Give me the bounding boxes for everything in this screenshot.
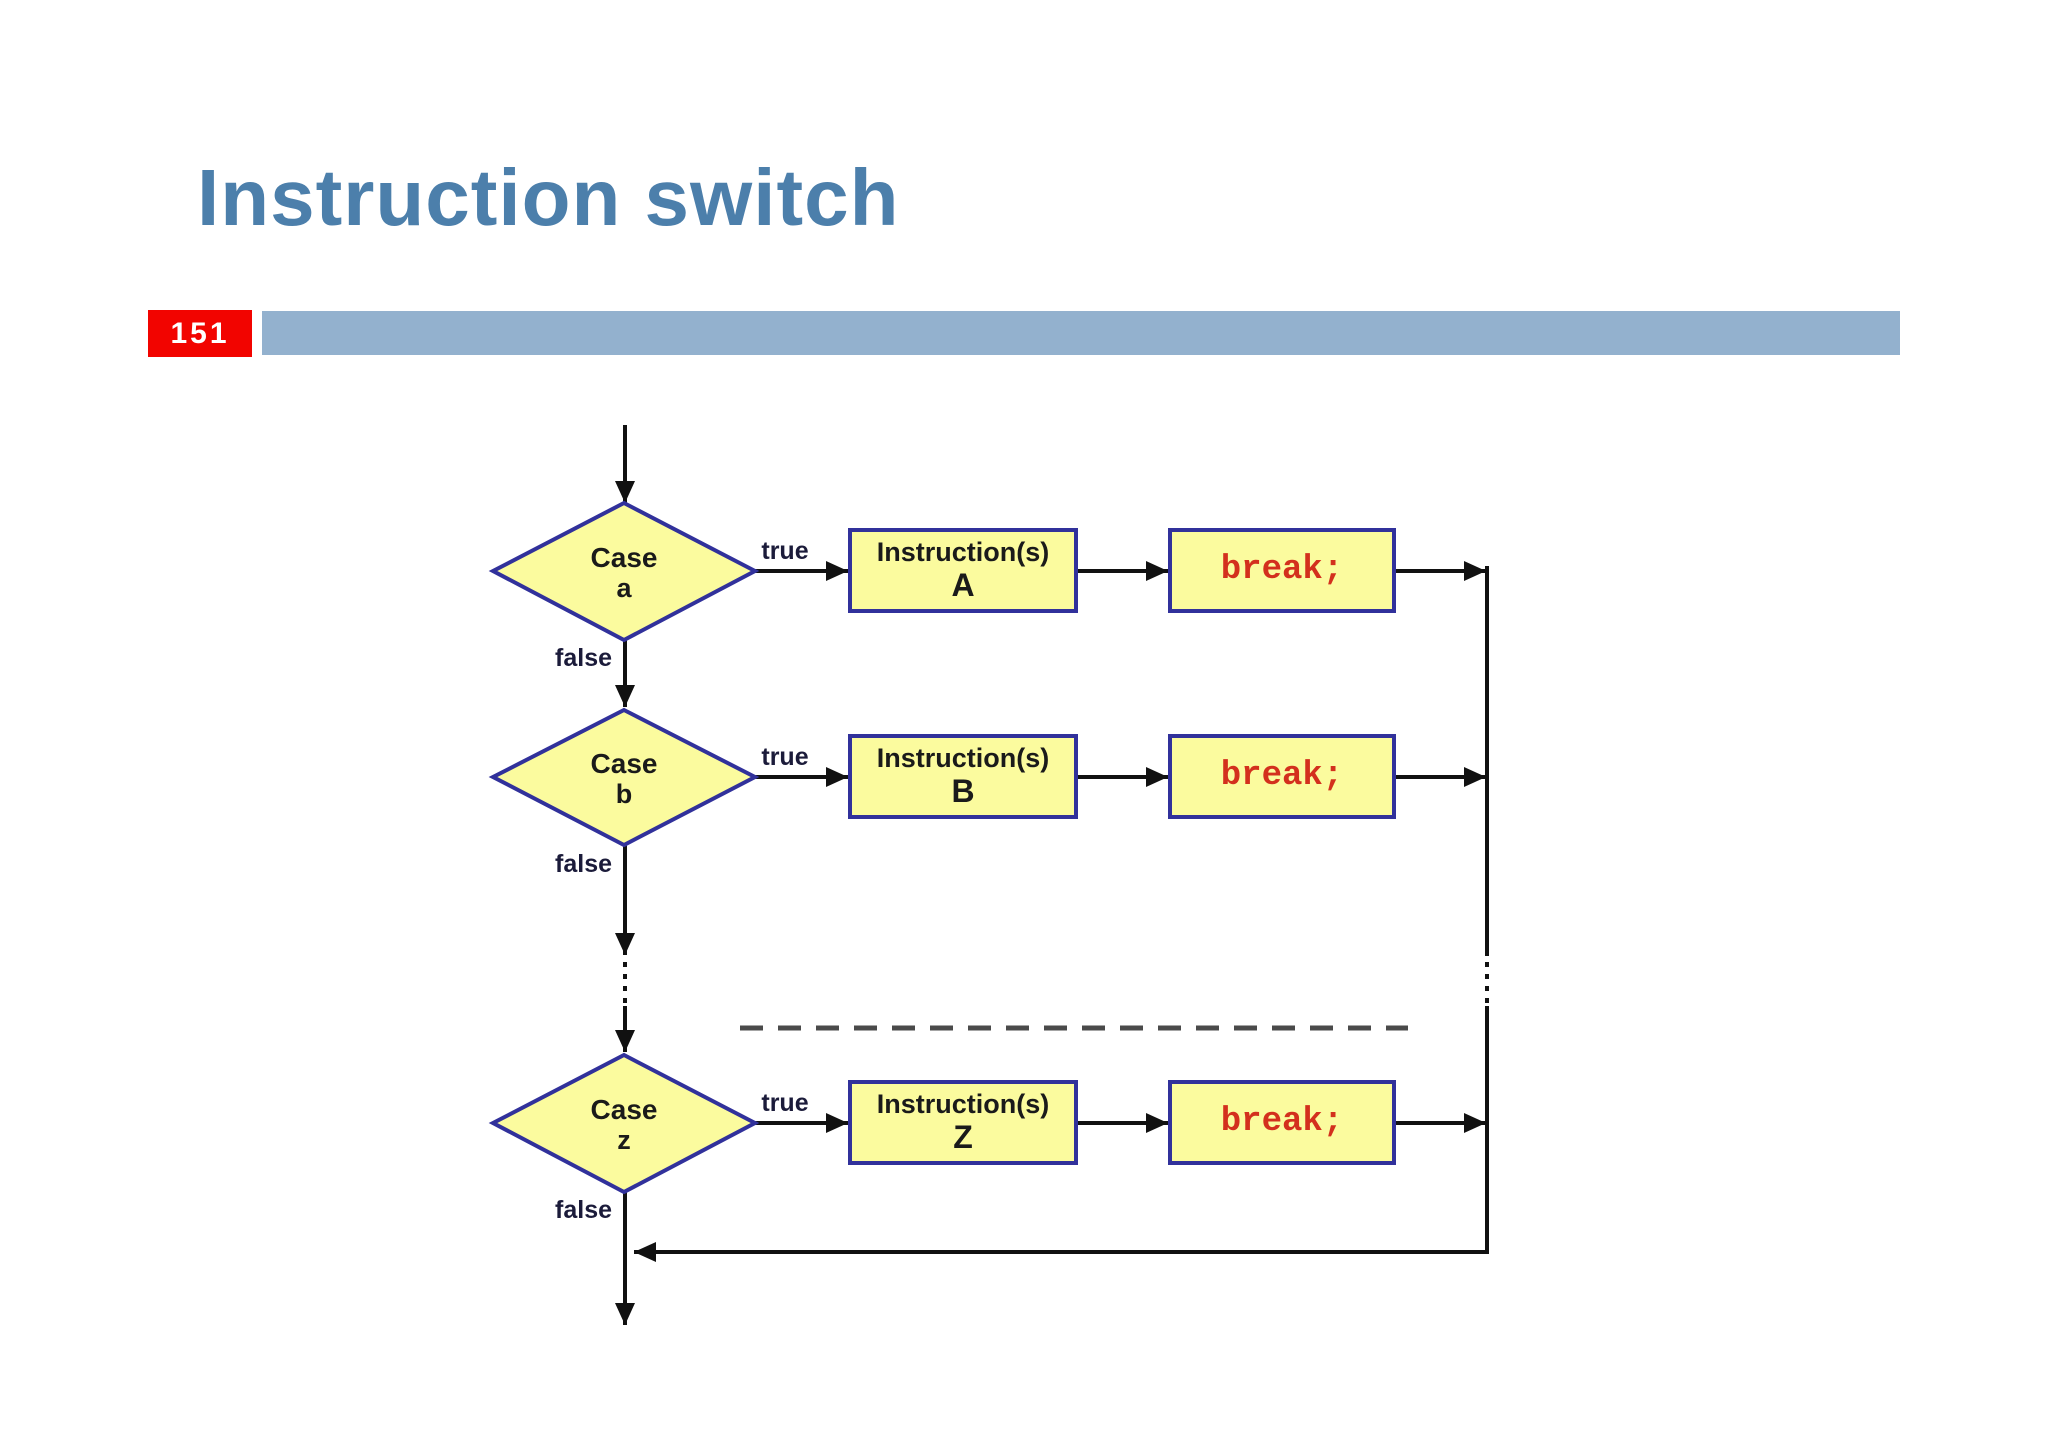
case-a-line2: a — [616, 572, 632, 603]
case-b-line1: Case — [590, 747, 658, 779]
diamond-case-a — [488, 500, 760, 643]
true-label-z: true — [761, 1089, 809, 1117]
break-box-b: break; — [1168, 734, 1396, 819]
break-box-z: break; — [1168, 1080, 1396, 1165]
false-label-b: false — [555, 850, 612, 878]
case-z-line2: z — [617, 1124, 631, 1155]
case-b-line2: b — [615, 778, 633, 809]
page-number-badge: 151 — [148, 310, 252, 357]
false-label-z: false — [555, 1196, 612, 1224]
false-label-a: false — [555, 644, 612, 672]
decision-diamonds — [488, 500, 760, 1195]
instruction-box-b: Instruction(s) B — [848, 734, 1078, 819]
instruction-box-a: Instruction(s) A — [848, 528, 1078, 613]
case-b-label: Case b — [524, 731, 724, 827]
return-line — [634, 1006, 1489, 1262]
break-z-label: break; — [1220, 1103, 1344, 1142]
break-box-a: break; — [1168, 528, 1396, 613]
instruction-box-z: Instruction(s) Z — [848, 1080, 1078, 1165]
header-accent-bar — [262, 311, 1900, 355]
break-b-label: break; — [1220, 757, 1344, 796]
instruction-z-line1: Instruction(s) — [876, 1089, 1050, 1120]
flow-connectors — [615, 425, 1489, 1325]
instruction-z-line2: Z — [953, 1118, 973, 1155]
case-z-label: Case z — [524, 1077, 724, 1173]
instruction-b-line1: Instruction(s) — [876, 743, 1050, 774]
instruction-a-line2: A — [951, 566, 975, 603]
true-label-b: true — [761, 743, 809, 771]
case-a-label: Case a — [524, 525, 724, 621]
page-title: Instruction switch — [197, 153, 900, 242]
break-a-label: break; — [1220, 551, 1344, 590]
instruction-b-line2: B — [951, 772, 975, 809]
diamond-case-b — [488, 707, 760, 848]
case-z-line1: Case — [590, 1093, 658, 1125]
true-label-a: true — [761, 537, 809, 565]
diamond-case-z — [488, 1052, 760, 1195]
instruction-a-line1: Instruction(s) — [876, 537, 1050, 568]
case-a-line1: Case — [590, 541, 658, 573]
